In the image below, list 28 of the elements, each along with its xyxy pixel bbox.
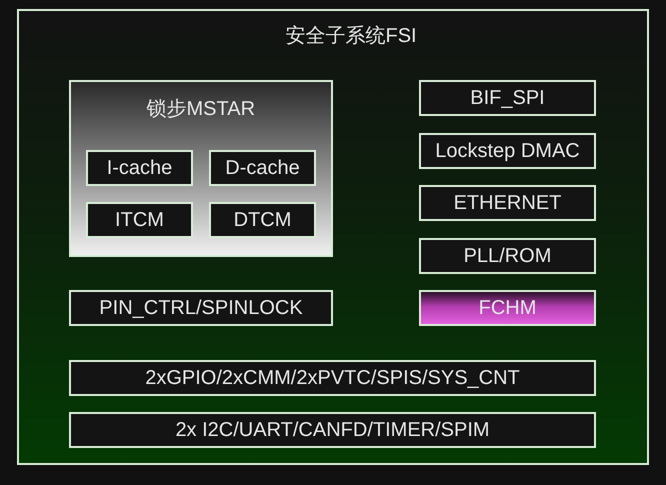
module-box bbox=[419, 238, 596, 274]
module-box bbox=[209, 202, 316, 238]
module-label: 2x I2C/UART/CANFD/TIMER/SPIM bbox=[175, 418, 490, 442]
module-box bbox=[69, 290, 333, 326]
module-box bbox=[69, 412, 596, 448]
module-label: Lockstep DMAC bbox=[435, 139, 580, 163]
module-box bbox=[209, 150, 316, 186]
module-label: FCHM bbox=[478, 296, 536, 320]
module-label: PIN_CTRL/SPINLOCK bbox=[99, 296, 303, 320]
module-label: I-cache bbox=[106, 156, 172, 180]
module-box bbox=[69, 360, 596, 396]
group-box bbox=[69, 80, 333, 257]
module-box bbox=[86, 202, 193, 238]
module-label: DTCM bbox=[234, 208, 292, 232]
module-box bbox=[419, 290, 596, 326]
module-label: ETHERNET bbox=[454, 191, 562, 215]
module-box bbox=[419, 80, 596, 116]
module-label: PLL/ROM bbox=[464, 244, 552, 268]
module-box bbox=[419, 185, 596, 221]
group-title: 锁步MSTAR bbox=[146, 97, 256, 121]
subsystem-frame bbox=[17, 9, 649, 465]
module-box bbox=[419, 133, 596, 169]
module-box bbox=[86, 150, 193, 186]
module-label: D-cache bbox=[225, 156, 300, 180]
module-label: ITCM bbox=[115, 208, 164, 232]
group-title: 安全子系统FSI bbox=[286, 24, 417, 48]
module-label: BIF_SPI bbox=[470, 86, 545, 110]
module-label: 2xGPIO/2xCMM/2xPVTC/SPIS/SYS_CNT bbox=[145, 366, 520, 390]
